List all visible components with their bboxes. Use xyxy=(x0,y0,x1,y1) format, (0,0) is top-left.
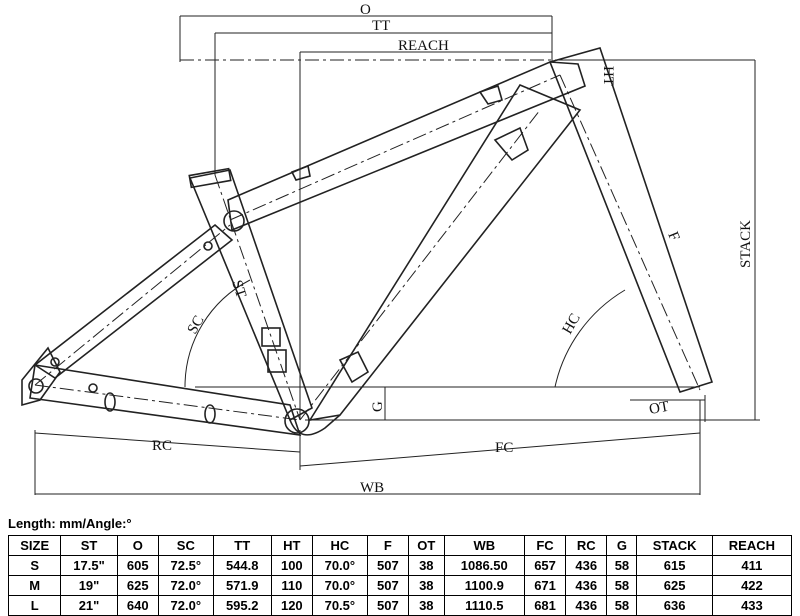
label-ht: HT xyxy=(600,66,616,86)
table-row: L 21" 640 72.0° 595.2 120 70.5° 507 38 1… xyxy=(7,595,793,616)
header-reach: REACH xyxy=(711,535,793,556)
table-cell: L xyxy=(7,595,62,616)
table-cell: 571.9 xyxy=(212,575,272,596)
header-hc: HC xyxy=(311,535,368,556)
header-wb: WB xyxy=(443,535,525,556)
geometry-table: SIZE ST O SC TT HT HC F OT WB FC RC G ST… xyxy=(7,535,793,616)
dimension-lines xyxy=(34,15,760,495)
table-cell: 615 xyxy=(636,555,713,576)
table-cell: 422 xyxy=(711,575,793,596)
table-cell: 411 xyxy=(711,555,793,576)
header-st: ST xyxy=(60,535,118,556)
label-tt: TT xyxy=(372,18,390,34)
table-cell: 625 xyxy=(636,575,713,596)
table-cell: 507 xyxy=(366,575,410,596)
label-hc: HC xyxy=(560,311,584,337)
table-cell: 19" xyxy=(60,575,118,596)
label-g: G xyxy=(370,401,386,412)
table-header-row: SIZE ST O SC TT HT HC F OT WB FC RC G ST… xyxy=(7,535,793,556)
table-cell: 70.5° xyxy=(311,595,368,616)
header-tt: TT xyxy=(212,535,272,556)
header-ht: HT xyxy=(270,535,313,556)
table-cell: 1100.9 xyxy=(443,575,525,596)
table-cell: 436 xyxy=(565,595,608,616)
label-o: O xyxy=(360,2,371,18)
table-cell: M xyxy=(7,575,62,596)
table-cell: 38 xyxy=(408,595,445,616)
header-fc: FC xyxy=(523,535,567,556)
table-cell: 625 xyxy=(116,575,159,596)
header-o: O xyxy=(116,535,159,556)
label-f: F xyxy=(664,230,682,244)
table-cell: 507 xyxy=(366,595,410,616)
table-cell: 70.0° xyxy=(311,575,368,596)
bike-frame xyxy=(21,47,714,436)
label-stack: STACK xyxy=(738,220,754,268)
label-wb: WB xyxy=(360,480,384,496)
label-rc: RC xyxy=(152,438,172,454)
table-cell: 72.5° xyxy=(157,555,214,576)
table-cell: 436 xyxy=(565,575,608,596)
table-cell: 657 xyxy=(523,555,567,576)
table-cell: 72.0° xyxy=(157,595,214,616)
table-cell: 58 xyxy=(606,595,638,616)
table-cell: 507 xyxy=(366,555,410,576)
table-cell: 1110.5 xyxy=(443,595,525,616)
label-sc: SC xyxy=(185,313,208,337)
frame-geometry-diagram: O TT REACH HT STACK F ST SC HC G OT RC F… xyxy=(21,2,760,496)
table-cell: 433 xyxy=(711,595,793,616)
table-row: M 19" 625 72.0° 571.9 110 70.0° 507 38 1… xyxy=(7,575,793,596)
table-cell: 681 xyxy=(523,595,567,616)
table-cell: 100 xyxy=(270,555,313,576)
table-cell: 605 xyxy=(116,555,159,576)
table-cell: 544.8 xyxy=(212,555,272,576)
table-cell: 595.2 xyxy=(212,595,272,616)
label-reach: REACH xyxy=(398,38,449,54)
header-rc: RC xyxy=(565,535,608,556)
table-cell: 58 xyxy=(606,555,638,576)
header-sc: SC xyxy=(157,535,214,556)
header-g: G xyxy=(606,535,638,556)
label-st: ST xyxy=(228,278,249,300)
table-cell: 70.0° xyxy=(311,555,368,576)
table-cell: 640 xyxy=(116,595,159,616)
dimension-labels: O TT REACH HT STACK F ST SC HC G OT RC F… xyxy=(152,2,754,496)
header-stack: STACK xyxy=(636,535,713,556)
table-row: S 17.5" 605 72.5° 544.8 100 70.0° 507 38… xyxy=(7,555,793,576)
header-ot: OT xyxy=(408,535,445,556)
table-cell: 38 xyxy=(408,555,445,576)
table-cell: 72.0° xyxy=(157,575,214,596)
frame-details xyxy=(50,84,529,434)
table-cell: 38 xyxy=(408,575,445,596)
table-cell: 120 xyxy=(270,595,313,616)
units-note: Length: mm/Angle:° xyxy=(8,516,132,531)
table-cell: 58 xyxy=(606,575,638,596)
table-cell: 671 xyxy=(523,575,567,596)
table-cell: S xyxy=(7,555,62,576)
tube-centerlines xyxy=(34,59,701,421)
table-cell: 17.5" xyxy=(60,555,118,576)
header-size: SIZE xyxy=(7,535,62,556)
header-f: F xyxy=(366,535,410,556)
table-cell: 21" xyxy=(60,595,118,616)
label-ot: OT xyxy=(648,399,670,418)
table-cell: 1086.50 xyxy=(443,555,525,576)
table-cell: 110 xyxy=(270,575,313,596)
table-cell: 436 xyxy=(565,555,608,576)
label-fc: FC xyxy=(495,440,513,456)
table-cell: 636 xyxy=(636,595,713,616)
